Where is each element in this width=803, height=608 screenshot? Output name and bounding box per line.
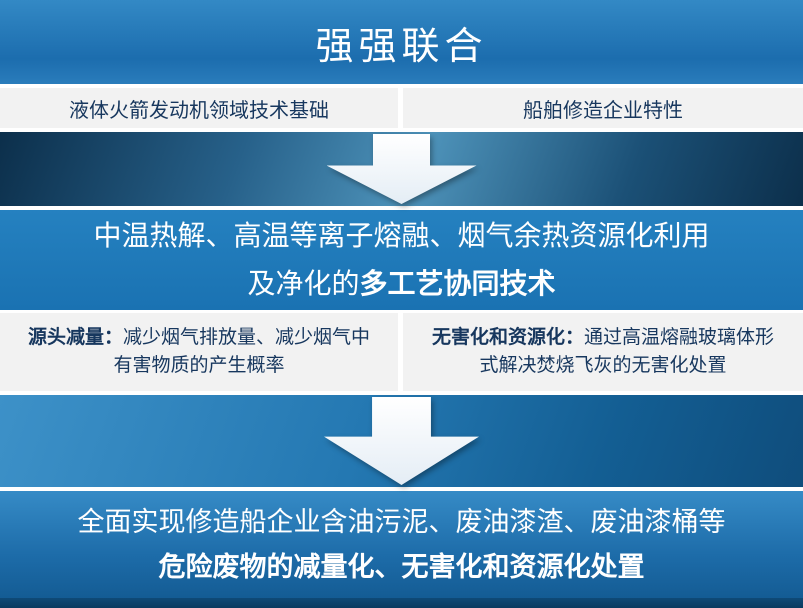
horizontal-divider [0,391,803,395]
source-reduction-text: 源头减量：减少烟气排放量、减少烟气中有害物质的产生概率 [20,324,378,381]
foundation-left-text: 液体火箭发动机领域技术基础 [69,99,329,122]
down-arrow-icon [324,397,479,485]
harmless-recycling-body: 通过高温熔融玻璃体形式解决焚烧飞灰的无害化处置 [479,326,775,377]
vertical-divider [398,313,403,391]
source-reduction-label: 源头减量： [27,326,123,348]
technology-line-2: 及净化的多工艺协同技术 [247,260,555,308]
down-arrow-shape [324,397,479,485]
benefits-row: 源头减量：减少烟气排放量、减少烟气中有害物质的产生概率 无害化和资源化：通过高温… [0,313,803,391]
flow-arrow-band-2 [0,395,803,487]
horizontal-divider [0,206,803,210]
flow-arrow-band-1 [0,132,803,206]
horizontal-divider [0,487,803,491]
foundation-right-cell: 船舶修造企业特性 [403,88,803,128]
title-banner: 强强联合 [0,0,803,84]
horizontal-divider [0,84,803,88]
slide-title: 强强联合 [315,25,488,68]
result-line-1: 全面实现修造船企业含油污泥、废油漆渣、废油漆桶等 [77,506,726,537]
technology-line-2-bold: 多工艺协同技术 [359,268,556,299]
vertical-divider [398,88,403,128]
foundation-row: 液体火箭发动机领域技术基础 船舶修造企业特性 [0,88,803,128]
technology-line-1: 中温热解、高温等离子熔融、烟气余热资源化利用 [93,220,710,251]
harmless-recycling-cell: 无害化和资源化：通过高温熔融玻璃体形式解决焚烧飞灰的无害化处置 [403,313,803,391]
horizontal-divider [0,310,803,313]
technology-section: 中温热解、高温等离子熔融、烟气余热资源化利用 及净化的多工艺协同技术 [0,210,803,310]
foundation-right-text: 船舶修造企业特性 [523,99,683,122]
horizontal-divider [0,128,803,132]
result-line-2: 危险废物的减量化、无害化和资源化处置 [158,551,645,582]
down-arrow-icon [326,134,477,204]
result-section: 全面实现修造船企业含油污泥、废油漆渣、废油漆桶等 危险废物的减量化、无害化和资源… [0,491,803,598]
source-reduction-cell: 源头减量：减少烟气排放量、减少烟气中有害物质的产生概率 [0,313,398,391]
bottom-edge-strip [0,598,803,608]
source-reduction-body: 减少烟气排放量、减少烟气中有害物质的产生概率 [113,326,371,377]
down-arrow-shape [326,134,477,204]
foundation-left-cell: 液体火箭发动机领域技术基础 [0,88,398,128]
harmless-recycling-text: 无害化和资源化：通过高温熔融玻璃体形式解决焚烧飞灰的无害化处置 [423,324,783,381]
harmless-recycling-label: 无害化和资源化： [431,326,584,348]
technology-line-2-prefix: 及净化的 [247,268,360,299]
